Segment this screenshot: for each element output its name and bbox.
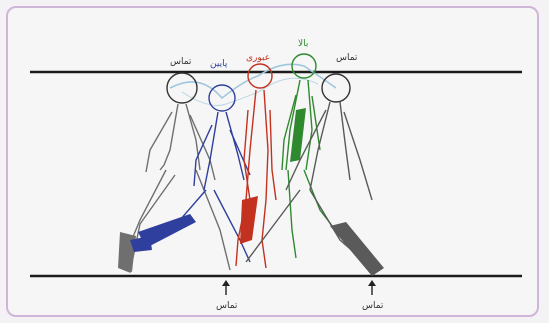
figure-passing-leg: [240, 196, 258, 244]
label-bottom-right: تماس: [362, 301, 384, 311]
label-contact-left: تماس: [170, 57, 192, 67]
label-down: پایین: [210, 59, 228, 69]
bottom-right-arrowhead: [368, 280, 376, 286]
figure-contact-right-leg: [330, 222, 384, 276]
figure-down-back-leg: [138, 214, 196, 248]
bottom-left-arrowhead: [222, 280, 230, 286]
label-contact-right: تماس: [336, 53, 358, 63]
label-up: بالا: [298, 39, 308, 49]
figure-up-leg: [290, 108, 306, 162]
label-passing: عبوری: [246, 53, 270, 63]
figure-down-foot: [130, 236, 152, 252]
figure-contact-left-leg: [118, 232, 136, 272]
image-frame: [6, 6, 539, 317]
label-bottom-left: تماس: [216, 301, 238, 311]
head-trajectory-shadow: [181, 77, 319, 106]
